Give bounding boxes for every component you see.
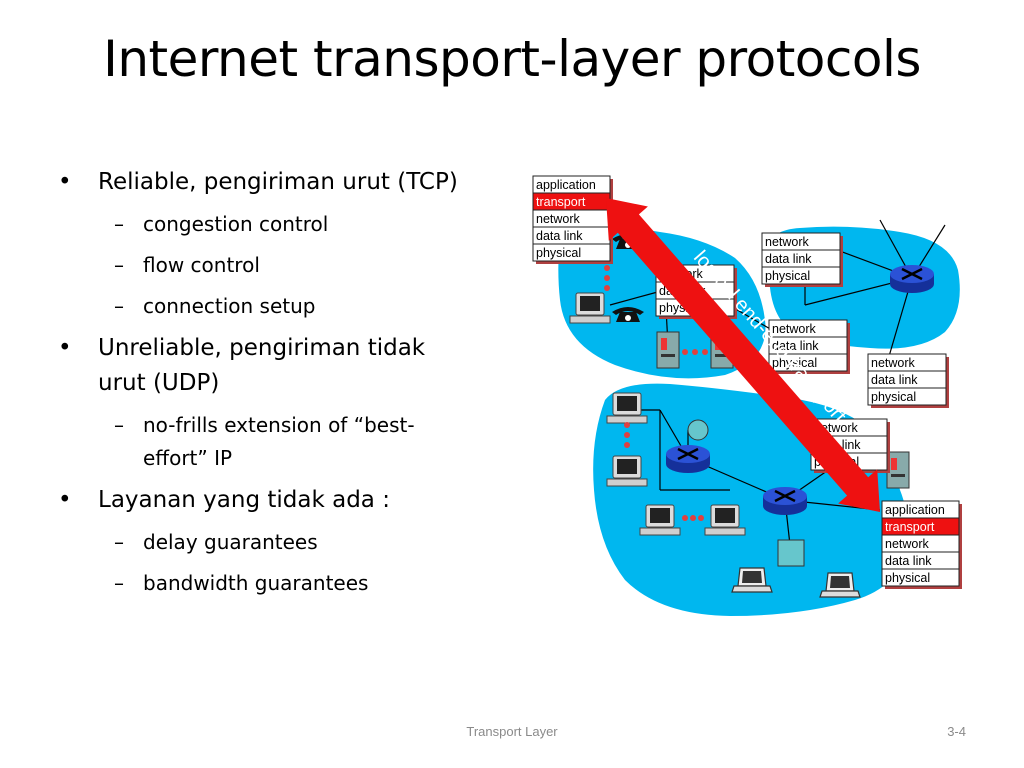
stack-layer-label: physical (885, 571, 930, 585)
bullet-text: bandwidth guarantees (143, 571, 369, 595)
stack-layer-label: data link (536, 229, 583, 243)
stack-layer-label: data link (871, 373, 918, 387)
bullet-list: •Reliable, pengiriman urut (TCP) –conges… (56, 165, 476, 608)
router-icon (761, 485, 809, 517)
dash-marker: – (114, 253, 124, 277)
dash-marker: – (114, 571, 124, 595)
bullet-text: Layanan yang tidak ada : (98, 487, 390, 513)
stack-layer-label: application (536, 178, 596, 192)
bullet-item: • Reliable, pengiriman urut (TCP) (56, 165, 476, 200)
server-icon (886, 451, 910, 489)
stack-layer-label: physical (871, 390, 916, 404)
stack-layer (532, 243, 611, 262)
logical-end-to-end-arrow (606, 198, 880, 512)
sub-bullet-item: –no-frills extension of “best-effort” IP (56, 409, 476, 475)
desktop-computer-icon (704, 504, 746, 536)
stack-layer-label: network (871, 356, 916, 370)
sub-bullet-item: –congestion control (56, 208, 476, 241)
dash-marker: – (114, 413, 124, 437)
stack-layer (761, 266, 841, 285)
sub-bullet-item: –connection setup (56, 290, 476, 323)
protocol-stack-dest: application transport network data link phys… (881, 500, 962, 589)
desktop-computer-icon (606, 392, 648, 424)
bullet-marker: • (58, 487, 72, 513)
protocol-stack-source: application transport network data link phys… (532, 175, 613, 264)
slide-number: 3-4 (947, 724, 966, 739)
stack-layer-label: network (772, 322, 817, 336)
protocol-stack-router-b: network data link physical (761, 232, 843, 287)
stack-layer-label: physical (772, 356, 817, 370)
satellite-dish-icon (687, 419, 709, 441)
server-icon (656, 331, 680, 369)
desktop-computer-icon (639, 504, 681, 536)
base-station-icon (777, 539, 805, 567)
sub-bullet-item: –flow control (56, 249, 476, 282)
footer-label: Transport Layer (466, 724, 558, 739)
stack-layer-label: network (885, 537, 930, 551)
stack-layer (881, 568, 960, 587)
stack-layer-label: application (885, 503, 945, 517)
protocol-stack-router-d: network data link physical (867, 353, 949, 408)
protocol-stack-router-c: network data link physical (768, 319, 850, 374)
stack-layer-label: physical (765, 269, 810, 283)
stack-layer-label: data link (772, 339, 819, 353)
stack-layer-label: network (765, 235, 810, 249)
bullet-text: flow control (143, 253, 260, 277)
desktop-computer-icon (569, 292, 611, 324)
bullet-marker: • (58, 169, 72, 195)
stack-layer-label: transport (536, 195, 586, 209)
router-icon (664, 443, 712, 475)
stack-layer-label: network (536, 212, 581, 226)
stack-layer-label: data link (765, 252, 812, 266)
bullet-item: • Layanan yang tidak ada : (56, 483, 476, 518)
bullet-text: Unreliable, pengiriman tidak urut (UDP) (98, 335, 426, 396)
dash-marker: – (114, 294, 124, 318)
stack-layer (768, 353, 848, 372)
sub-bullet-item: –delay guarantees (56, 526, 476, 559)
stack-layer-label: transport (885, 520, 935, 534)
bullet-text: delay guarantees (143, 530, 318, 554)
bullet-text: connection setup (143, 294, 316, 318)
dash-marker: – (114, 530, 124, 554)
dash-marker: – (114, 212, 124, 236)
sub-bullet-item: –bandwidth guarantees (56, 567, 476, 600)
bullet-marker: • (58, 335, 72, 361)
slide-title: Internet transport-layer protocols (103, 30, 921, 88)
stack-layer-label: physical (536, 246, 581, 260)
stack-layer (867, 387, 947, 406)
bullet-text: Reliable, pengiriman urut (TCP) (98, 169, 458, 195)
desktop-computer-icon (606, 455, 648, 487)
router-icon (888, 263, 936, 295)
bullet-item: • Unreliable, pengiriman tidak urut (UDP) (56, 331, 476, 401)
bullet-text: no-frills extension of “best-effort” IP (143, 413, 415, 470)
stack-layer-label: data link (885, 554, 932, 568)
bullet-text: congestion control (143, 212, 329, 236)
